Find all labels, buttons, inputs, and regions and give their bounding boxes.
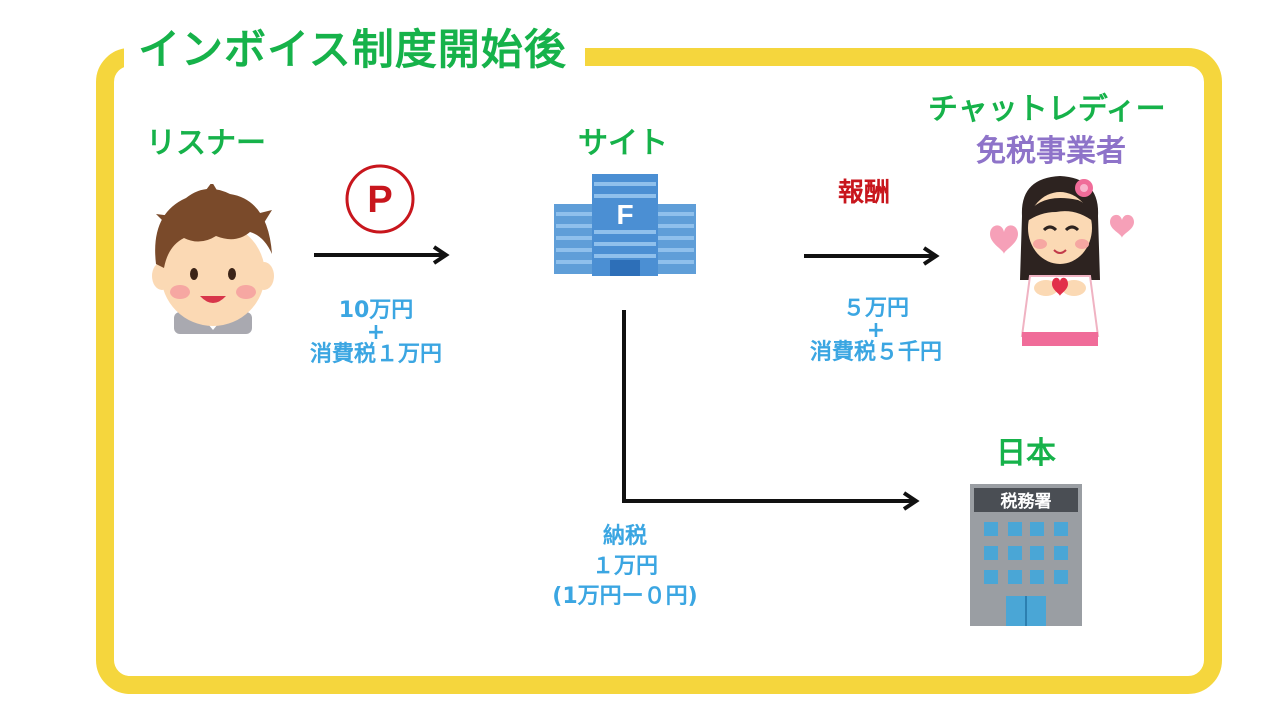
lady-reward-amount: ５万円 + 消費税５千円 (809, 296, 942, 365)
reward-label: 報酬 (838, 178, 891, 208)
chat-lady-illustration (980, 172, 1140, 348)
site-label: サイト (578, 126, 668, 161)
chat-lady-label: チャットレディー (928, 92, 1166, 127)
tax-office-sign: 税務署 (1001, 491, 1052, 512)
diagram-title: インボイス制度開始後 (124, 20, 585, 80)
japan-label: 日本 (996, 436, 1056, 471)
tax-exempt-label: 免税事業者 (976, 134, 1126, 169)
listener-illustration (146, 182, 280, 334)
diagram-frame (96, 48, 1222, 694)
arrow-site-to-japan (622, 310, 914, 503)
listener-payment-amount: 10万円 + 消費税１万円 (309, 298, 442, 367)
tax-office-icon: 税務署 (970, 484, 1082, 626)
site-logo-letter: F (616, 199, 633, 230)
tax-payment-amount: 納税 １万円 (1万円ー０円) (552, 524, 698, 609)
site-building-icon: F (554, 172, 696, 276)
listener-label: リスナー (146, 126, 266, 161)
points-badge-letter: P (367, 179, 392, 221)
points-badge-icon: P (336, 164, 424, 234)
